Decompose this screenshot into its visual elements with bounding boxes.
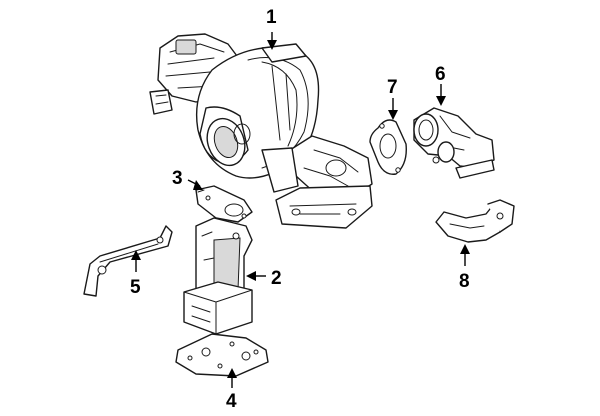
callout-leaders — [131, 32, 470, 388]
callout-6: 6 — [435, 64, 446, 85]
turbocharger-part — [149, 33, 373, 229]
callout-7: 7 — [387, 77, 398, 98]
gasket-lower-part — [175, 333, 269, 377]
support-bracket-part — [83, 225, 173, 297]
callout-8: 8 — [459, 271, 470, 292]
elbow-gasket-part — [369, 119, 407, 175]
callout-2: 2 — [271, 268, 282, 289]
elbow-bracket-part — [435, 199, 515, 243]
callout-1: 1 — [266, 7, 277, 28]
outlet-elbow-part — [413, 107, 495, 179]
heat-shield-part — [183, 217, 253, 335]
callout-3: 3 — [172, 168, 183, 189]
callout-5: 5 — [130, 277, 141, 298]
callout-4: 4 — [226, 391, 237, 412]
gasket-upper-part — [195, 185, 253, 223]
